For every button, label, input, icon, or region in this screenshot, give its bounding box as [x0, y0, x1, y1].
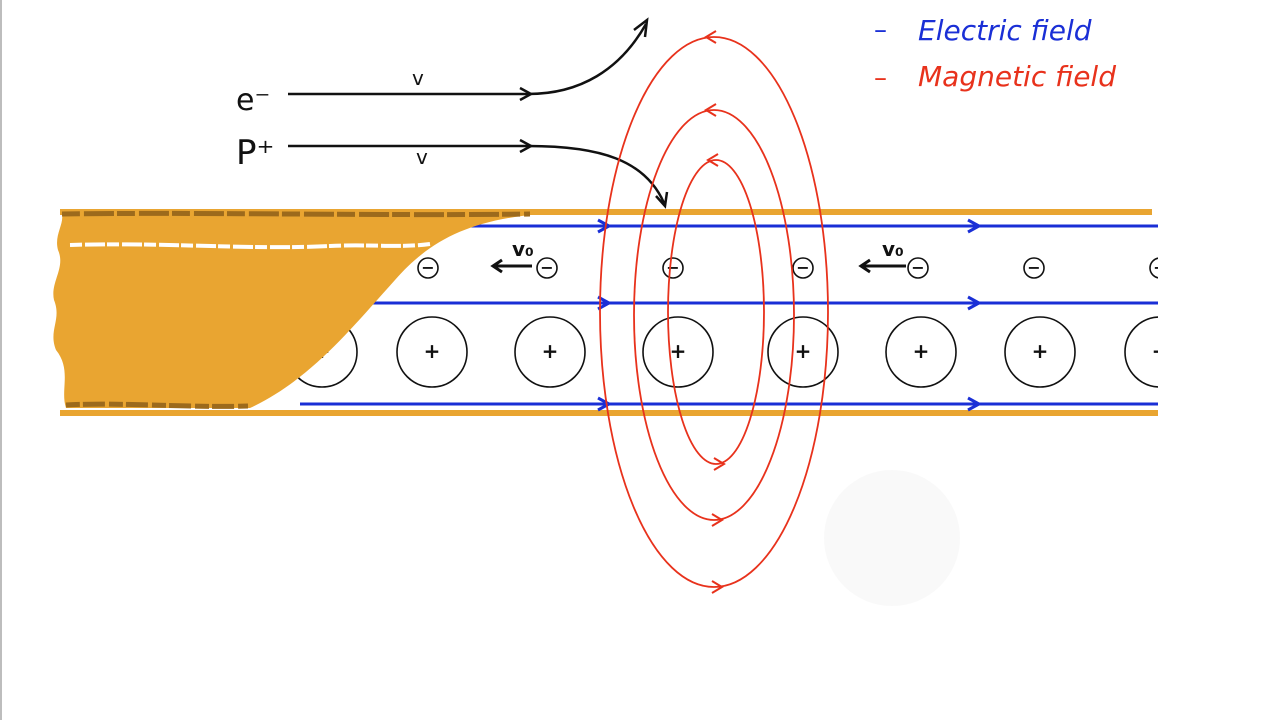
electron-symbol: −: [796, 258, 809, 277]
legend-electric-marker: –: [874, 15, 887, 45]
positive-ion: +: [396, 316, 468, 388]
proton-velocity-label: v: [416, 145, 428, 169]
conductor-wire: −−−−−−−++++++++ v₀ v₀: [53, 209, 1169, 416]
electron-charge: −: [662, 257, 684, 279]
electron-deflection-arrow-icon: [633, 17, 649, 38]
drift-velocity-2: v₀: [858, 237, 906, 274]
electron-symbol: −: [540, 258, 553, 277]
wire-bottom-edge: [60, 410, 1158, 416]
positive-ion: +: [1004, 316, 1076, 388]
conductor-highlight: [69, 242, 431, 250]
electric-field-arrow-icon: [967, 396, 983, 412]
electron-path: [288, 23, 648, 96]
positive-ion: +: [1124, 316, 1169, 388]
conductor-texture-top: [61, 210, 531, 218]
magnetic-field-arrow-icon: [713, 457, 726, 471]
electron-symbol: −: [666, 258, 679, 277]
ion-symbol: +: [542, 339, 559, 363]
electron-velocity-label: v: [412, 66, 424, 90]
electron-charge: −: [792, 257, 814, 279]
ion-symbol: +: [913, 339, 930, 363]
proton-path: [288, 144, 666, 204]
proton-velocity-arrow-icon: [519, 138, 534, 154]
charge-carriers: −−−−−−−++++++++: [286, 257, 1169, 388]
electron-symbol: −: [911, 258, 924, 277]
positive-ion: +: [514, 316, 586, 388]
positive-ion: +: [885, 316, 957, 388]
positive-ion: +: [642, 316, 714, 388]
conductor-texture-bottom: [65, 401, 249, 409]
electron-label: e⁻: [236, 83, 270, 118]
electron-charge: −: [417, 257, 439, 279]
ion-symbol: +: [1032, 339, 1049, 363]
electric-field-arrow-icon: [597, 218, 613, 234]
electron-symbol: −: [1027, 258, 1040, 277]
ion-symbol: +: [795, 339, 812, 363]
electron-symbol: −: [1153, 258, 1166, 277]
magnetic-field-arrow-icon: [704, 103, 717, 117]
electron-charge: −: [907, 257, 929, 279]
electron-symbol: −: [421, 258, 434, 277]
magnetic-field-loop: [667, 159, 765, 465]
ion-symbol: +: [1152, 339, 1169, 363]
legend: – Electric field – Magnetic field: [874, 14, 1116, 93]
electric-field-arrow-icon: [967, 218, 983, 234]
drift-velocity-1: v₀: [490, 237, 534, 274]
legend-magnetic-label: Magnetic field: [918, 60, 1116, 93]
magnetic-field-arrow-icon: [711, 513, 724, 527]
wire-top-edge: [60, 209, 1152, 215]
magnetic-field-loops: [599, 30, 829, 594]
ion-symbol: +: [670, 339, 687, 363]
electric-field-lines: [300, 218, 1158, 412]
solid-conductor-section: [53, 214, 541, 408]
electron-charge: −: [1149, 257, 1166, 279]
proton-label: P⁺: [236, 133, 274, 173]
electric-field-arrow-icon: [597, 295, 613, 311]
electron-charge: −: [1023, 257, 1045, 279]
watermark-circle: [824, 470, 960, 606]
legend-electric-label: Electric field: [918, 14, 1092, 47]
particle-trajectories: e⁻ v P⁺ v: [236, 17, 669, 209]
electric-field-arrow-icon: [597, 396, 613, 412]
magnetic-field-loop: [633, 109, 795, 521]
electric-field-arrow-icon: [967, 295, 983, 311]
positive-ion: +: [767, 316, 839, 388]
magnetic-field-loop: [599, 36, 829, 588]
electron-charge: −: [536, 257, 558, 279]
legend-magnetic-marker: –: [874, 63, 887, 93]
magnetic-field-arrow-icon: [711, 580, 724, 594]
ion-symbol: +: [424, 339, 441, 363]
electron-velocity-arrow-icon: [519, 86, 534, 102]
drift-velocity-label-1: v₀: [512, 237, 534, 261]
proton-deflection-arrow-icon: [655, 191, 669, 209]
magnetic-field-arrow-icon: [706, 153, 719, 167]
magnetic-field-arrow-icon: [704, 30, 717, 44]
drift-velocity-label-2: v₀: [882, 237, 904, 261]
